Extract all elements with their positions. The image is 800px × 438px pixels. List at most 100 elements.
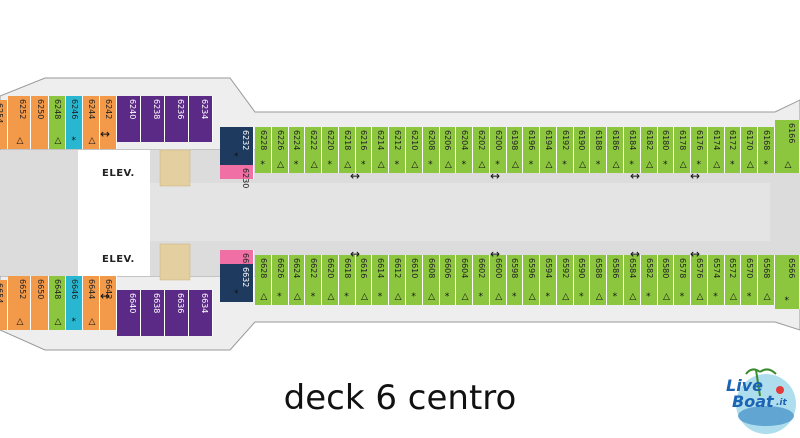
cabin-6574[interactable]: 6574*: [707, 255, 725, 305]
cabin-number: 6188: [594, 130, 604, 151]
suite-6234[interactable]: 6234: [189, 96, 213, 142]
cabin-number: 6574: [711, 258, 721, 279]
cabin-6592[interactable]: 6592△: [556, 255, 574, 305]
cabin-6230[interactable]: 6230: [220, 165, 254, 188]
cabin-6196[interactable]: 6196*: [523, 127, 541, 173]
cabin-number: 6176: [694, 130, 704, 151]
cabin-6648[interactable]: 6648△: [49, 276, 66, 330]
cabin-6630[interactable]: 6630: [220, 250, 254, 273]
cabin-6242[interactable]: 6242: [100, 96, 117, 149]
cabin-6194[interactable]: 6194△: [540, 127, 557, 173]
cabin-6606[interactable]: 6606*: [439, 255, 457, 305]
cabin-6182[interactable]: 6182△: [640, 127, 658, 173]
suite-6640[interactable]: 6640: [117, 290, 141, 336]
cabin-6228[interactable]: 6228*: [255, 127, 272, 173]
cabin-6586[interactable]: 6586*: [607, 255, 625, 305]
suite-6236[interactable]: 6236: [165, 96, 189, 142]
cabin-6250[interactable]: 6250: [31, 96, 49, 149]
cabin-6612[interactable]: 6612△: [389, 255, 406, 305]
cabin-6642[interactable]: 6642: [100, 276, 117, 330]
cabin-6618[interactable]: 6618*: [338, 255, 356, 305]
cabin-6608[interactable]: 6608△: [422, 255, 440, 305]
cabin-6576[interactable]: 6576△: [691, 255, 708, 305]
cabin-6212[interactable]: 6212*: [389, 127, 406, 173]
cabin-6208[interactable]: 6208*: [422, 127, 440, 173]
cabin-6566[interactable]: 6566*: [775, 255, 800, 309]
cabin-6226[interactable]: 6226△: [271, 127, 289, 173]
triangle-symbol: △: [54, 136, 62, 146]
cabin-6632[interactable]: 6632*: [220, 264, 254, 302]
cabin-6218[interactable]: 6218△: [338, 127, 356, 173]
cabin-6176[interactable]: 6176*: [691, 127, 708, 173]
cabin-6598[interactable]: 6598*: [506, 255, 524, 305]
cabin-6192[interactable]: 6192*: [556, 127, 574, 173]
cabin-6650[interactable]: 6650: [31, 276, 49, 330]
cabin-6200[interactable]: 6200*: [489, 127, 507, 173]
cabin-6602[interactable]: 6602*: [473, 255, 490, 305]
cabin-6596[interactable]: 6596△: [523, 255, 541, 305]
cabin-6170[interactable]: 6170△: [741, 127, 759, 173]
cabin-6580[interactable]: 6580△: [657, 255, 675, 305]
cabin-6216[interactable]: 6216*: [355, 127, 373, 173]
cabin-6220[interactable]: 6220*: [322, 127, 339, 173]
cabin-6166[interactable]: 6166△: [775, 120, 800, 173]
cabin-6582[interactable]: 6582*: [640, 255, 658, 305]
cabin-6190[interactable]: 6190△: [573, 127, 591, 173]
cabin-6614[interactable]: 6614*: [372, 255, 390, 305]
cabin-6184[interactable]: 6184*: [624, 127, 641, 173]
cabin-6168[interactable]: 6168*: [758, 127, 775, 173]
suite-6638[interactable]: 6638: [141, 290, 165, 336]
cabin-6248[interactable]: 6248△: [49, 96, 66, 149]
cabin-6174[interactable]: 6174△: [707, 127, 725, 173]
cabin-6202[interactable]: 6202△: [473, 127, 490, 173]
suite-6238[interactable]: 6238: [141, 96, 165, 142]
cabin-6610[interactable]: 6610*: [405, 255, 423, 305]
cabin-6654[interactable]: 6654: [0, 280, 8, 330]
cabin-6616[interactable]: 6616△: [355, 255, 373, 305]
cabin-6600[interactable]: 6600△: [489, 255, 507, 305]
cabin-number: 6244: [87, 99, 96, 120]
cabin-6594[interactable]: 6594*: [540, 255, 557, 305]
cabin-6206[interactable]: 6206△: [439, 127, 457, 173]
cabin-6568[interactable]: 6568△: [758, 255, 775, 305]
cabin-6626[interactable]: 6626*: [271, 255, 289, 305]
cabin-6232[interactable]: 6232*: [220, 127, 254, 165]
cabin-6186[interactable]: 6186△: [607, 127, 625, 173]
suite-6634[interactable]: 6634: [189, 290, 213, 336]
cabin-6246[interactable]: 6246*: [66, 96, 83, 149]
cabin-number: 6628: [258, 258, 268, 279]
cabin-6622[interactable]: 6622*: [305, 255, 323, 305]
cabin-6180[interactable]: 6180*: [657, 127, 675, 173]
cabin-6652[interactable]: 6652△: [8, 276, 31, 330]
cabin-6214[interactable]: 6214△: [372, 127, 390, 173]
cabin-6198[interactable]: 6198△: [506, 127, 524, 173]
cabin-6222[interactable]: 6222△: [305, 127, 323, 173]
suite-6240[interactable]: 6240: [117, 96, 141, 142]
cabin-6172[interactable]: 6172*: [724, 127, 742, 173]
cabin-number: 6178: [678, 130, 688, 151]
cabin-6178[interactable]: 6178△: [674, 127, 692, 173]
cabin-6572[interactable]: 6572△: [724, 255, 742, 305]
cabin-6604[interactable]: 6604△: [456, 255, 474, 305]
cabin-6244[interactable]: 6244△: [83, 96, 100, 149]
cabin-6224[interactable]: 6224*: [288, 127, 306, 173]
cabin-6624[interactable]: 6624△: [288, 255, 306, 305]
suite-6636[interactable]: 6636: [165, 290, 189, 336]
cabin-6620[interactable]: 6620△: [322, 255, 339, 305]
cabin-6570[interactable]: 6570*: [741, 255, 759, 305]
cabin-6204[interactable]: 6204*: [456, 127, 474, 173]
cabin-number: 6652: [18, 279, 27, 300]
cabin-6646[interactable]: 6646*: [66, 276, 83, 330]
cabin-6590[interactable]: 6590*: [573, 255, 591, 305]
cabin-6588[interactable]: 6588△: [590, 255, 608, 305]
cabin-6578[interactable]: 6578*: [674, 255, 692, 305]
cabin-6254[interactable]: 6254: [0, 100, 8, 149]
cabin-6188[interactable]: 6188*: [590, 127, 608, 173]
cabin-number: 6612: [392, 258, 402, 279]
cabin-6628[interactable]: 6628△: [255, 255, 272, 305]
cabin-6252[interactable]: 6252△: [8, 96, 31, 149]
cabin-number: 6190: [577, 130, 587, 151]
cabin-6644[interactable]: 6644△: [83, 276, 100, 330]
cabin-6584[interactable]: 6584△: [624, 255, 641, 305]
cabin-6210[interactable]: 6210△: [405, 127, 423, 173]
